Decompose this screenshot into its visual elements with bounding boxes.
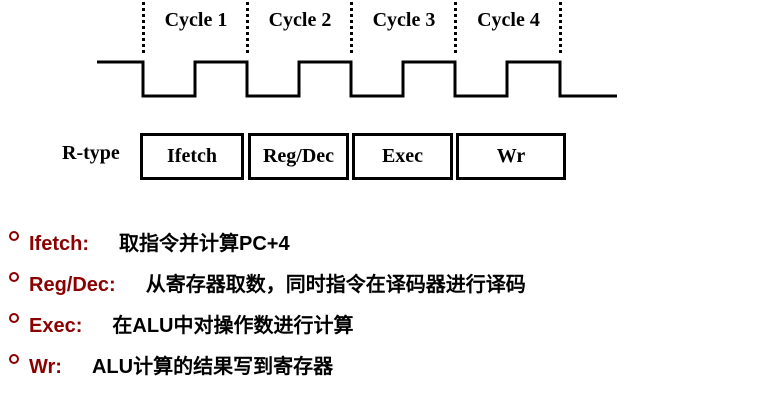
clock-waveform (97, 60, 617, 98)
cycle-label-3: Cycle 3 (372, 9, 436, 31)
cycle-label-2: Cycle 2 (268, 9, 332, 31)
cycle-divider (246, 2, 249, 53)
bullet-ring-icon (9, 272, 19, 282)
clock-signal-path (97, 60, 617, 98)
bullet-ring-icon (9, 313, 19, 323)
cycle-divider (454, 2, 457, 53)
stage-box-exec: Exec (352, 133, 453, 180)
note-ifetch: Ifetch: 取指令并计算PC+4 (9, 231, 290, 256)
stage-box-wr: Wr (456, 133, 566, 180)
cycle-divider (350, 2, 353, 53)
cycle-divider (142, 2, 145, 53)
cycle-label-4: Cycle 4 (477, 9, 540, 31)
note-term: Wr: (29, 356, 62, 378)
note-term: Reg/Dec: (29, 274, 116, 296)
note-term: Ifetch: (29, 233, 89, 255)
bullet-ring-icon (9, 354, 19, 364)
note-exec: Exec: 在ALU中对操作数进行计算 (9, 313, 353, 338)
cycle-label-1: Cycle 1 (164, 9, 228, 31)
note-desc: 取指令并计算PC+4 (119, 233, 290, 255)
note-desc: ALU计算的结果写到寄存器 (91, 356, 334, 378)
note-regdec: Reg/Dec: 从寄存器取数，同时指令在译码器进行译码 (9, 272, 526, 297)
note-desc: 从寄存器取数，同时指令在译码器进行译码 (145, 274, 526, 296)
note-wr: Wr: ALU计算的结果写到寄存器 (9, 354, 333, 379)
cycle-divider (559, 2, 562, 53)
note-desc: 在ALU中对操作数进行计算 (112, 315, 354, 337)
note-term: Exec: (29, 315, 83, 337)
stage-box-ifetch: Ifetch (140, 133, 244, 180)
stage-box-regdec: Reg/Dec (248, 133, 349, 180)
instruction-type-label: R-type (62, 142, 120, 164)
bullet-ring-icon (9, 231, 19, 241)
